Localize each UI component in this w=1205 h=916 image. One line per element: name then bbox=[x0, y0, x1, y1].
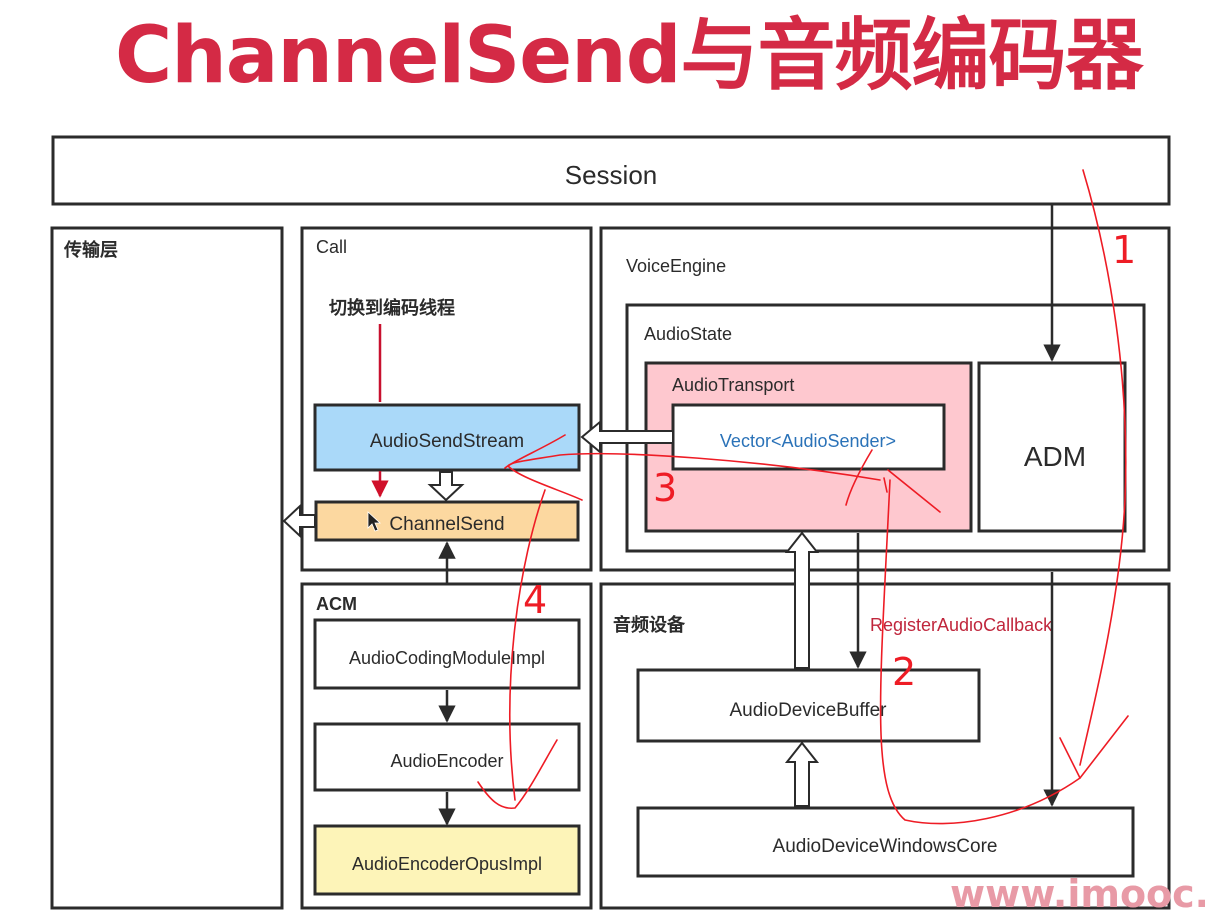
annotation-stroke-4 bbox=[504, 434, 566, 801]
annotation-stroke-2 bbox=[879, 479, 1081, 825]
session-box: Session bbox=[51, 135, 1171, 206]
voice-engine-label: VoiceEngine bbox=[626, 256, 726, 276]
transport-layer-box: 传输层 bbox=[50, 226, 284, 910]
hollow-arrow-left-sender bbox=[580, 419, 674, 455]
channel-send-label: ChannelSend bbox=[389, 514, 504, 535]
audio-state-label: AudioState bbox=[644, 324, 732, 344]
annotation-stroke-3 bbox=[507, 452, 881, 501]
audio-device-label: 音频设备 bbox=[613, 614, 686, 635]
audio-coding-module-impl-box: AudioCodingModuleImpl bbox=[313, 618, 581, 690]
adm-label: ADM bbox=[1024, 441, 1086, 472]
watermark: www.imooc.c bbox=[950, 872, 1205, 916]
hollow-arrow-down bbox=[427, 471, 465, 502]
audio-send-stream-label: AudioSendStream bbox=[370, 431, 524, 452]
adm-box: ADM bbox=[977, 361, 1127, 533]
audio-device-buffer-box: AudioDeviceBuffer bbox=[636, 668, 981, 743]
switch-thread-note: 切换到编码线程 bbox=[329, 297, 455, 318]
call-label: Call bbox=[316, 237, 347, 257]
audio-encoder-opus-impl-box: AudioEncoderOpusImpl bbox=[313, 824, 581, 896]
register-audio-callback-label: RegisterAudioCallback bbox=[870, 615, 1053, 635]
handdrawn-annotations: 1 2 3 4 bbox=[477, 169, 1136, 825]
annotation-step-3: 3 bbox=[653, 466, 677, 510]
audio-encoder-box: AudioEncoder bbox=[313, 722, 581, 792]
audio-coding-module-impl-label: AudioCodingModuleImpl bbox=[349, 648, 545, 668]
mouse-cursor-icon bbox=[367, 511, 382, 532]
audio-send-stream-box: AudioSendStream bbox=[313, 403, 581, 472]
page-title: ChannelSend与音频编码器 bbox=[115, 11, 1144, 101]
vector-audio-sender-label: Vector<AudioSender> bbox=[720, 431, 896, 451]
transport-layer-label: 传输层 bbox=[63, 239, 118, 260]
hollow-arrow-up-buffer bbox=[784, 741, 820, 807]
hollow-arrow-left-transport bbox=[282, 503, 316, 539]
audio-encoder-opus-impl-label: AudioEncoderOpusImpl bbox=[352, 854, 542, 874]
annotation-step-2: 2 bbox=[892, 650, 916, 694]
vector-audio-sender-box: Vector<AudioSender> bbox=[671, 403, 946, 471]
annotation-step-4: 4 bbox=[523, 578, 547, 622]
hollow-arrow-up-transport bbox=[784, 531, 820, 669]
audio-device-windows-core-box: AudioDeviceWindowsCore bbox=[636, 806, 1135, 878]
audio-device-windows-core-label: AudioDeviceWindowsCore bbox=[773, 836, 998, 857]
audio-device-buffer-label: AudioDeviceBuffer bbox=[729, 700, 887, 721]
annotation-step-1: 1 bbox=[1112, 228, 1136, 272]
audio-encoder-label: AudioEncoder bbox=[390, 751, 503, 771]
audio-transport-label: AudioTransport bbox=[672, 375, 794, 395]
annotation-check-4 bbox=[477, 739, 558, 809]
acm-label: ACM bbox=[316, 594, 357, 614]
annotation-marks-3 bbox=[845, 449, 941, 513]
session-label: Session bbox=[565, 160, 658, 190]
annotation-stroke-1 bbox=[1079, 169, 1127, 766]
